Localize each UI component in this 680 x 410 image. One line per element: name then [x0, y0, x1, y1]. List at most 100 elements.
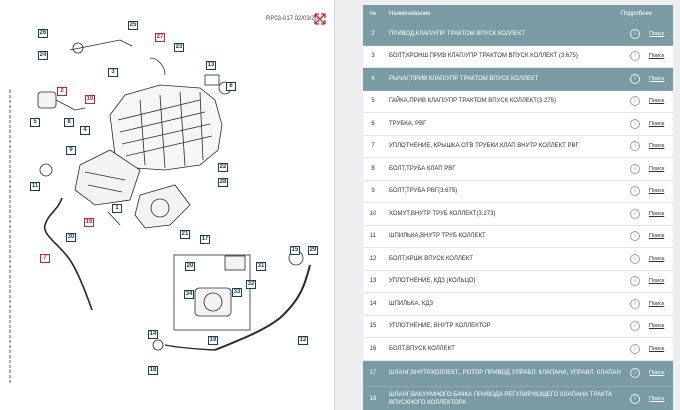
- search-link[interactable]: Поиск: [649, 30, 665, 37]
- callout-16[interactable]: 16: [84, 218, 94, 227]
- row-name: БОЛТ,КРОНШ ПРИВ КЛАП/УПР ТРАКТОМ ВПУСК К…: [389, 53, 578, 60]
- table-row[interactable]: 13 УПЛОТНЕНИЕ, КДЗ (КОЛЬЦО) i Поиск: [363, 271, 673, 293]
- search-link[interactable]: Поиск: [649, 278, 665, 285]
- info-icon[interactable]: i: [630, 321, 640, 332]
- callout-9[interactable]: 9: [66, 146, 76, 155]
- callout-11[interactable]: 11: [30, 182, 40, 191]
- callout-12[interactable]: 12: [298, 336, 308, 345]
- search-link[interactable]: Поиск: [649, 143, 665, 150]
- info-icon[interactable]: i: [630, 231, 640, 242]
- callout-21[interactable]: 21: [180, 230, 190, 239]
- callout-4[interactable]: 4: [80, 126, 90, 135]
- search-link[interactable]: Поиск: [649, 345, 665, 352]
- row-name: БОЛТ,ВПУСК КОЛЛЕКТ: [389, 345, 455, 352]
- search-link[interactable]: Поиск: [649, 396, 665, 402]
- info-icon[interactable]: i: [630, 28, 640, 39]
- callout-30[interactable]: 30: [66, 233, 76, 242]
- search-link[interactable]: Поиск: [649, 53, 665, 60]
- callout-34[interactable]: 34: [184, 290, 194, 299]
- info-icon[interactable]: i: [630, 51, 640, 62]
- callout-32[interactable]: 32: [246, 280, 256, 289]
- search-link[interactable]: Поиск: [649, 98, 665, 105]
- table-row[interactable]: 17 ШЛАНГ,ВНУТР.КОЛЛЕКТ., РОТОР ПРИВОД УПР…: [363, 360, 673, 387]
- table-row[interactable]: 16 БОЛТ,ВПУСК КОЛЛЕКТ i Поиск: [363, 338, 673, 361]
- table-row[interactable]: 7 УПЛОТНЕНИЕ, КРЫШКА ОТВ ТРУБКИ КЛАП ВНУТ…: [363, 136, 673, 158]
- search-link[interactable]: Поиск: [649, 210, 665, 217]
- parts-diagram-pane[interactable]: RP03-017 02/03/20 26 25 27 24 23 13 3 2 …: [0, 0, 335, 410]
- callout-1[interactable]: 1: [112, 204, 122, 213]
- info-icon[interactable]: i: [630, 276, 640, 287]
- callout-10[interactable]: 10: [85, 95, 95, 104]
- row-name: УПЛОТНЕНИЕ, КРЫШКА ОТВ ТРУБКИ КЛАП ВНУТР…: [389, 143, 579, 150]
- callout-29[interactable]: 29: [308, 246, 318, 255]
- search-link[interactable]: Поиск: [649, 165, 665, 172]
- row-name: УПЛОТНЕНИЕ, КДЗ (КОЛЬЦО): [389, 278, 476, 285]
- row-num: 4: [371, 75, 375, 82]
- search-link[interactable]: Поиск: [649, 370, 665, 376]
- row-name: ШЛАНГ,ВНУТР.КОЛЛЕКТ., РОТОР ПРИВОД УПРАВ…: [389, 370, 621, 376]
- search-link[interactable]: Поиск: [649, 323, 665, 330]
- info-icon[interactable]: i: [630, 118, 640, 129]
- expand-icon[interactable]: [314, 12, 326, 25]
- callout-20[interactable]: 20: [185, 262, 195, 271]
- callout-5[interactable]: 5: [30, 118, 40, 127]
- info-icon[interactable]: i: [630, 394, 640, 404]
- row-num: 7: [371, 143, 375, 150]
- callout-3[interactable]: 3: [108, 68, 118, 77]
- callout-24[interactable]: 24: [38, 51, 48, 60]
- info-icon[interactable]: i: [630, 298, 640, 309]
- search-link[interactable]: Поиск: [649, 75, 665, 82]
- info-icon[interactable]: i: [630, 96, 640, 107]
- info-icon[interactable]: i: [630, 368, 640, 378]
- info-icon[interactable]: i: [630, 73, 640, 84]
- info-icon[interactable]: i: [630, 253, 640, 264]
- callout-31[interactable]: 31: [256, 262, 266, 271]
- callout-6[interactable]: 6: [226, 82, 236, 91]
- callout-15[interactable]: 15: [290, 246, 300, 255]
- info-icon[interactable]: i: [630, 343, 640, 354]
- info-icon[interactable]: i: [630, 141, 640, 152]
- callout-2[interactable]: 2: [57, 87, 67, 96]
- callout-22[interactable]: 22: [218, 163, 228, 172]
- callout-13[interactable]: 13: [206, 61, 216, 70]
- search-link[interactable]: Поиск: [649, 233, 665, 240]
- callout-27[interactable]: 27: [155, 33, 165, 42]
- info-icon[interactable]: i: [630, 163, 640, 174]
- callout-14[interactable]: 14: [148, 330, 158, 339]
- search-link[interactable]: Поиск: [649, 255, 665, 262]
- search-link[interactable]: Поиск: [649, 120, 665, 127]
- callout-19[interactable]: 19: [208, 336, 218, 345]
- intake-manifold-diagram[interactable]: [0, 0, 335, 410]
- info-icon[interactable]: i: [630, 208, 640, 219]
- search-link[interactable]: Поиск: [649, 300, 665, 307]
- callout-23[interactable]: 23: [174, 43, 184, 52]
- row-num: 12: [369, 255, 377, 262]
- row-num: 17: [369, 370, 377, 376]
- callout-26[interactable]: 26: [38, 29, 48, 38]
- info-icon[interactable]: i: [630, 186, 640, 197]
- row-num: 13: [369, 278, 377, 285]
- search-link[interactable]: Поиск: [649, 188, 665, 195]
- row-num: 16: [369, 345, 377, 352]
- callout-7[interactable]: 7: [40, 254, 50, 263]
- callout-17[interactable]: 17: [200, 235, 210, 244]
- callout-28[interactable]: 28: [218, 178, 228, 187]
- callout-18[interactable]: 18: [148, 366, 158, 375]
- callout-25[interactable]: 25: [128, 21, 138, 30]
- callout-8[interactable]: 8: [64, 118, 74, 127]
- callout-33[interactable]: 33: [232, 288, 242, 297]
